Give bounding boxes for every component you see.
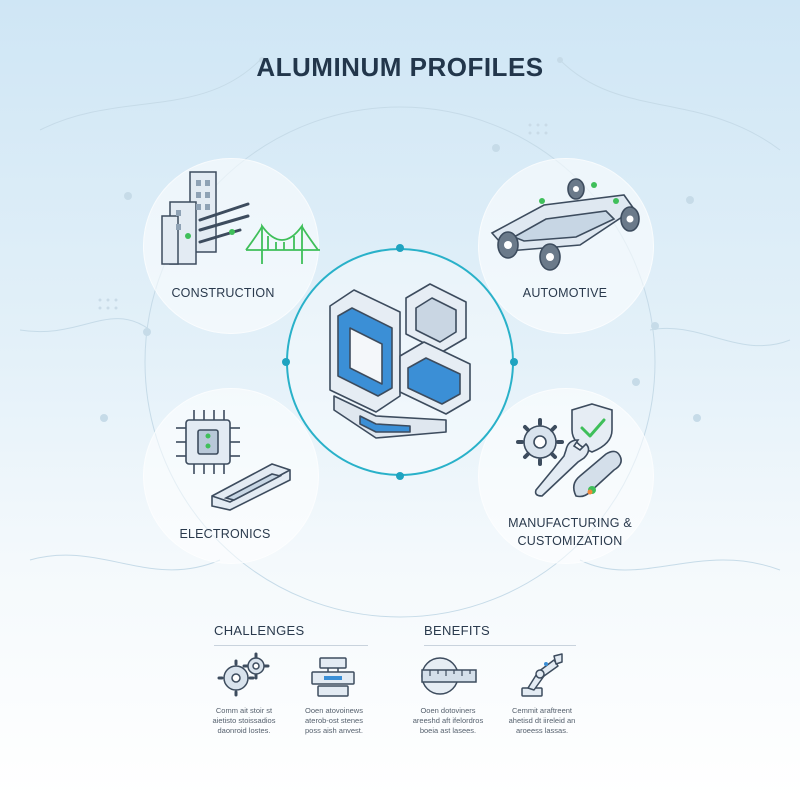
gear-wrench-shield-icon <box>516 403 622 498</box>
caption-line: Ooen dotoviners <box>420 706 476 715</box>
challenge-caption-1: Comm ait stoir st aietisto stoissadios d… <box>194 706 294 736</box>
hub-node-left <box>282 358 290 366</box>
benefit-caption-2: Cemmit araftreent ahetisd dt iireleid an… <box>492 706 592 736</box>
page-title: ALUMINUM PROFILES <box>256 52 544 82</box>
caption-line: aterob-ost stenes <box>305 716 363 725</box>
benefit-caption-1: Ooen dotoviners areeshd aft ifelordros b… <box>398 706 498 736</box>
caption-line: areeshd aft ifelordros <box>412 716 484 725</box>
caption-line: Cemmit araftreent <box>511 706 573 715</box>
sector-label-automotive: AUTOMOTIVE <box>522 286 608 300</box>
sector-label-construction: CONSTRUCTION <box>171 286 275 300</box>
caption-line: daonroid lostes. <box>217 726 271 735</box>
aluminum-profile-icon <box>329 283 471 439</box>
challenge-caption-2: Ooen atovoinews aterob-ost stenes poss a… <box>284 706 384 736</box>
ruler-gauge-icon <box>421 657 477 695</box>
caption-line: poss aish anvest. <box>305 726 363 735</box>
sector-label-manufacturing-line1: MANUFACTURING & <box>508 516 632 530</box>
challenges-heading: CHALLENGES <box>214 623 305 638</box>
car-chassis-icon <box>490 178 640 271</box>
gears-icon <box>217 652 270 697</box>
hub-node-top <box>396 244 404 252</box>
hub-node-bottom <box>396 472 404 480</box>
sector-label-manufacturing-line2: CUSTOMIZATION <box>517 534 623 548</box>
caption-line: aroeess lassas. <box>515 726 569 735</box>
chip-battery-icon <box>176 410 291 511</box>
benefits-divider <box>424 645 576 646</box>
challenges-divider <box>214 645 368 646</box>
robot-arm-icon <box>521 653 563 697</box>
sector-label-manufacturing: MANUFACTURING & CUSTOMIZATION <box>490 514 650 550</box>
buildings-bridge-icon <box>161 171 320 265</box>
caption-line: boeia ast lasees. <box>419 726 477 735</box>
hub-node-right <box>510 358 518 366</box>
caption-line: ahetisd dt iireleid an <box>508 716 576 725</box>
caption-line: Comm ait stoir st <box>215 706 273 715</box>
sector-label-electronics: ELECTRONICS <box>179 527 271 541</box>
caption-line: aietisto stoissadios <box>212 716 276 725</box>
benefits-heading: BENEFITS <box>424 623 490 638</box>
sector-manufacturing <box>478 388 654 564</box>
die-press-icon <box>311 657 355 697</box>
caption-line: Ooen atovoinews <box>305 706 363 715</box>
